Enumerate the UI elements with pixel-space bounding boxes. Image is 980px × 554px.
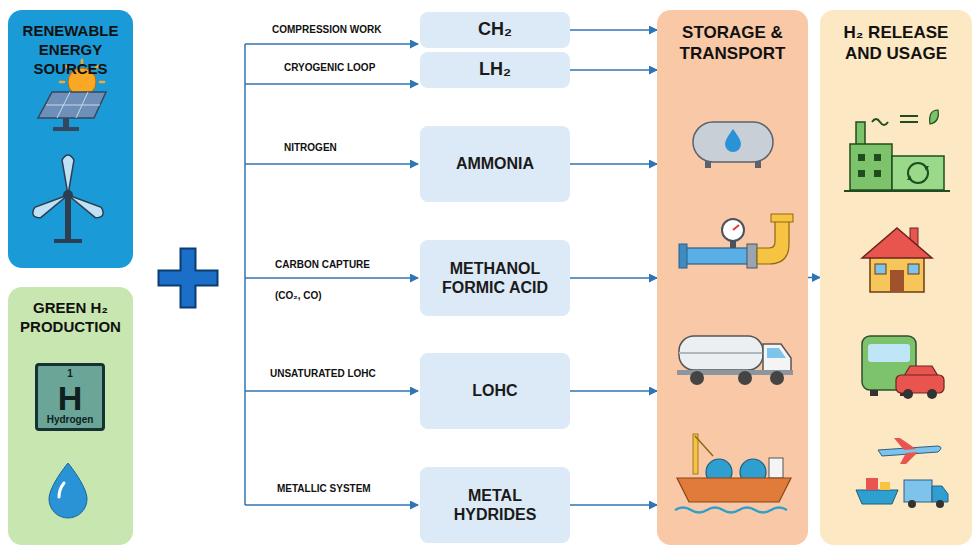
- storage-panel: STORAGE & TRANSPORT: [657, 10, 808, 545]
- branch-label: (CO₂, CO): [275, 290, 322, 302]
- branch-label: METALLIC SYSTEM: [277, 483, 371, 495]
- box-label: METAL HYDRIDES: [445, 486, 545, 524]
- factory-icon: [844, 110, 950, 191]
- wind-turbine-icon: [30, 155, 105, 243]
- panel-heading: STORAGE & TRANSPORT: [673, 22, 793, 65]
- box-label: AMMONIA: [456, 154, 534, 173]
- carrier-box: METAL HYDRIDES: [420, 467, 570, 543]
- flow-arrow: [570, 504, 657, 506]
- flow-arrow: [570, 29, 657, 31]
- panel-heading: GREEN H₂ PRODUCTION: [14, 299, 127, 337]
- flow-arrow: [570, 163, 657, 165]
- transport-icon: [856, 438, 948, 508]
- branch-label: UNSATURATED LOHC: [270, 368, 376, 380]
- bus-car-icon: [862, 336, 944, 399]
- element-name: Hydrogen: [47, 415, 94, 425]
- carrier-box: CH₂: [420, 12, 570, 48]
- tank-icon: [693, 122, 773, 168]
- source-panel: RENEWABLE ENERGY SOURCES: [8, 10, 133, 268]
- box-label: LH₂: [479, 59, 511, 81]
- usage-panel: H₂ RELEASE AND USAGE: [820, 10, 972, 545]
- tanker-truck-icon: [677, 336, 793, 385]
- carrier-box: METHANOL FORMIC ACID: [420, 240, 570, 316]
- box-label: CH₂: [478, 19, 512, 41]
- production-panel: GREEN H₂ PRODUCTION 1HHydrogen: [8, 287, 133, 545]
- branch-lines: [245, 44, 418, 505]
- element-number: 1: [67, 369, 73, 379]
- flow-arrow: [570, 277, 657, 279]
- flow-arrow: [808, 277, 820, 279]
- element-tile: 1HHydrogen: [35, 363, 105, 431]
- branch-label: COMPRESSION WORK: [272, 24, 381, 36]
- ship-icon: [675, 434, 791, 513]
- branch-label: NITROGEN: [284, 142, 337, 154]
- carrier-box: LOHC: [420, 353, 570, 429]
- branch-label: CARBON CAPTURE: [275, 259, 370, 271]
- carrier-box: AMMONIA: [420, 126, 570, 202]
- box-label: LOHC: [472, 381, 517, 400]
- usage-icons: [820, 10, 972, 545]
- box-label: METHANOL FORMIC ACID: [435, 259, 555, 297]
- pipeline-icon: [679, 214, 793, 268]
- storage-icons: [657, 10, 808, 545]
- flow-arrow: [570, 390, 657, 392]
- flow-arrow: [570, 69, 657, 71]
- water-drop-icon: [49, 463, 87, 518]
- panel-heading: H₂ RELEASE AND USAGE: [826, 22, 966, 65]
- panel-heading: RENEWABLE ENERGY SOURCES: [14, 22, 127, 78]
- element-symbol: H: [58, 381, 83, 415]
- house-icon: [862, 228, 932, 292]
- branch-label: CRYOGENIC LOOP: [284, 62, 375, 74]
- plus-sign: [166, 256, 210, 300]
- plus-sign-outline: [166, 256, 210, 300]
- carrier-box: LH₂: [420, 52, 570, 88]
